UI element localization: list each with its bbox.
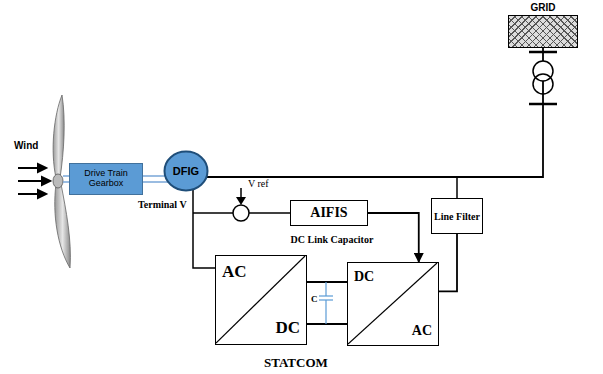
node-text: AC xyxy=(412,323,432,339)
connector xyxy=(307,282,347,324)
wind-arrows xyxy=(18,164,50,198)
node-text: AIFIS xyxy=(310,205,347,220)
wind-turbine xyxy=(53,95,70,268)
transformer-symbol xyxy=(529,52,557,104)
node-text: Drive Train Gearbox xyxy=(72,169,140,189)
system-label: STATCOM xyxy=(264,355,328,371)
vref-arrowhead xyxy=(236,197,246,205)
rectifier-box: AC DC xyxy=(215,255,307,345)
node-text: DC xyxy=(354,269,374,285)
connector xyxy=(439,234,457,291)
connector xyxy=(206,48,543,177)
grid-hatch xyxy=(508,15,578,48)
wind-label: Wind xyxy=(14,140,38,151)
gearbox-box: Drive Train Gearbox xyxy=(69,163,143,195)
inverter-box: DC AC xyxy=(347,262,439,346)
connector xyxy=(368,213,419,262)
node-text: DC xyxy=(275,318,300,338)
filter-box: Line Filter xyxy=(431,198,483,234)
summing-junction xyxy=(233,205,249,221)
node-text: Line Filter xyxy=(434,211,480,222)
controller-box: AIFIS xyxy=(290,200,368,226)
generator-ellipse: DFIG xyxy=(163,150,209,192)
grid-box: GRID xyxy=(508,2,578,48)
node-text: GRID xyxy=(508,2,578,14)
capacitor-label: C xyxy=(311,294,318,304)
capacitor-caption: DC Link Capacitor xyxy=(282,234,382,245)
node-text: DFIG xyxy=(173,165,199,177)
signal-label: V ref xyxy=(248,178,269,189)
node-text: AC xyxy=(222,262,247,282)
terminal-label: Terminal V xyxy=(138,199,187,210)
capacitor-symbol xyxy=(319,282,333,324)
